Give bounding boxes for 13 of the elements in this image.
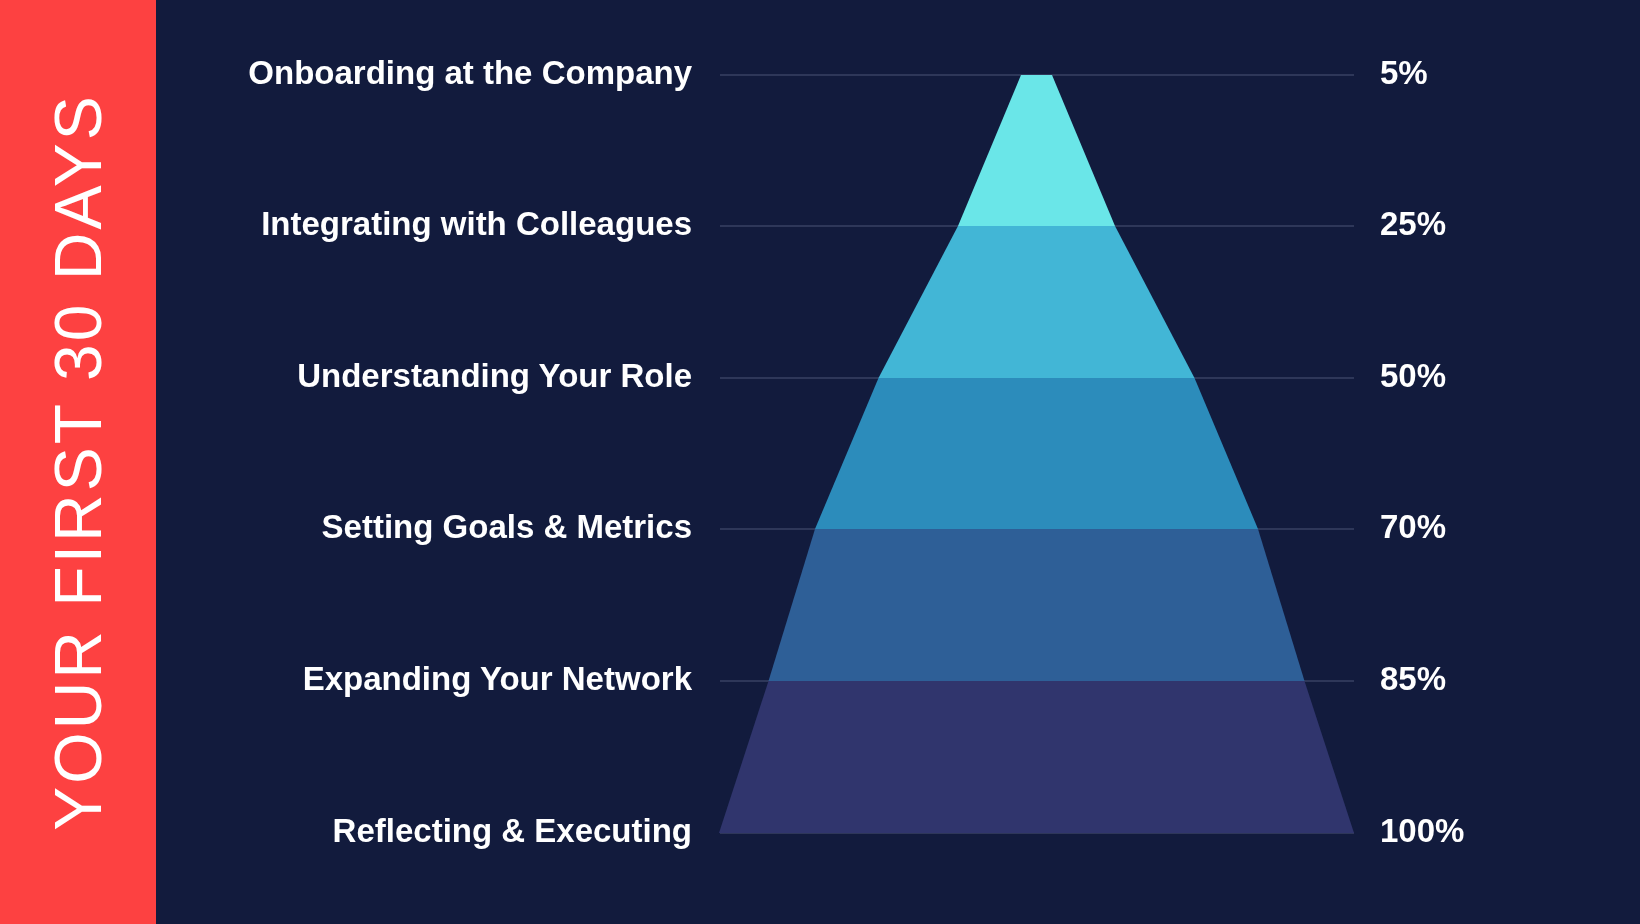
percent-label: 5% bbox=[1380, 53, 1428, 93]
stage-label: Setting Goals & Metrics bbox=[321, 507, 692, 547]
stage-label: Integrating with Colleagues bbox=[261, 204, 692, 244]
percent-label: 25% bbox=[1380, 204, 1447, 244]
stage-label: Expanding Your Network bbox=[302, 659, 692, 699]
stage-label: Reflecting & Executing bbox=[332, 811, 692, 851]
stage-label: Understanding Your Role bbox=[297, 356, 692, 396]
percent-label: 50% bbox=[1380, 356, 1447, 396]
percent-label: 85% bbox=[1380, 659, 1447, 699]
stage-label: Onboarding at the Company bbox=[248, 53, 692, 93]
percent-label: 70% bbox=[1380, 507, 1447, 547]
percent-label: 100% bbox=[1380, 811, 1465, 851]
vertical-title: YOUR FIRST 30 DAYS bbox=[40, 93, 116, 831]
